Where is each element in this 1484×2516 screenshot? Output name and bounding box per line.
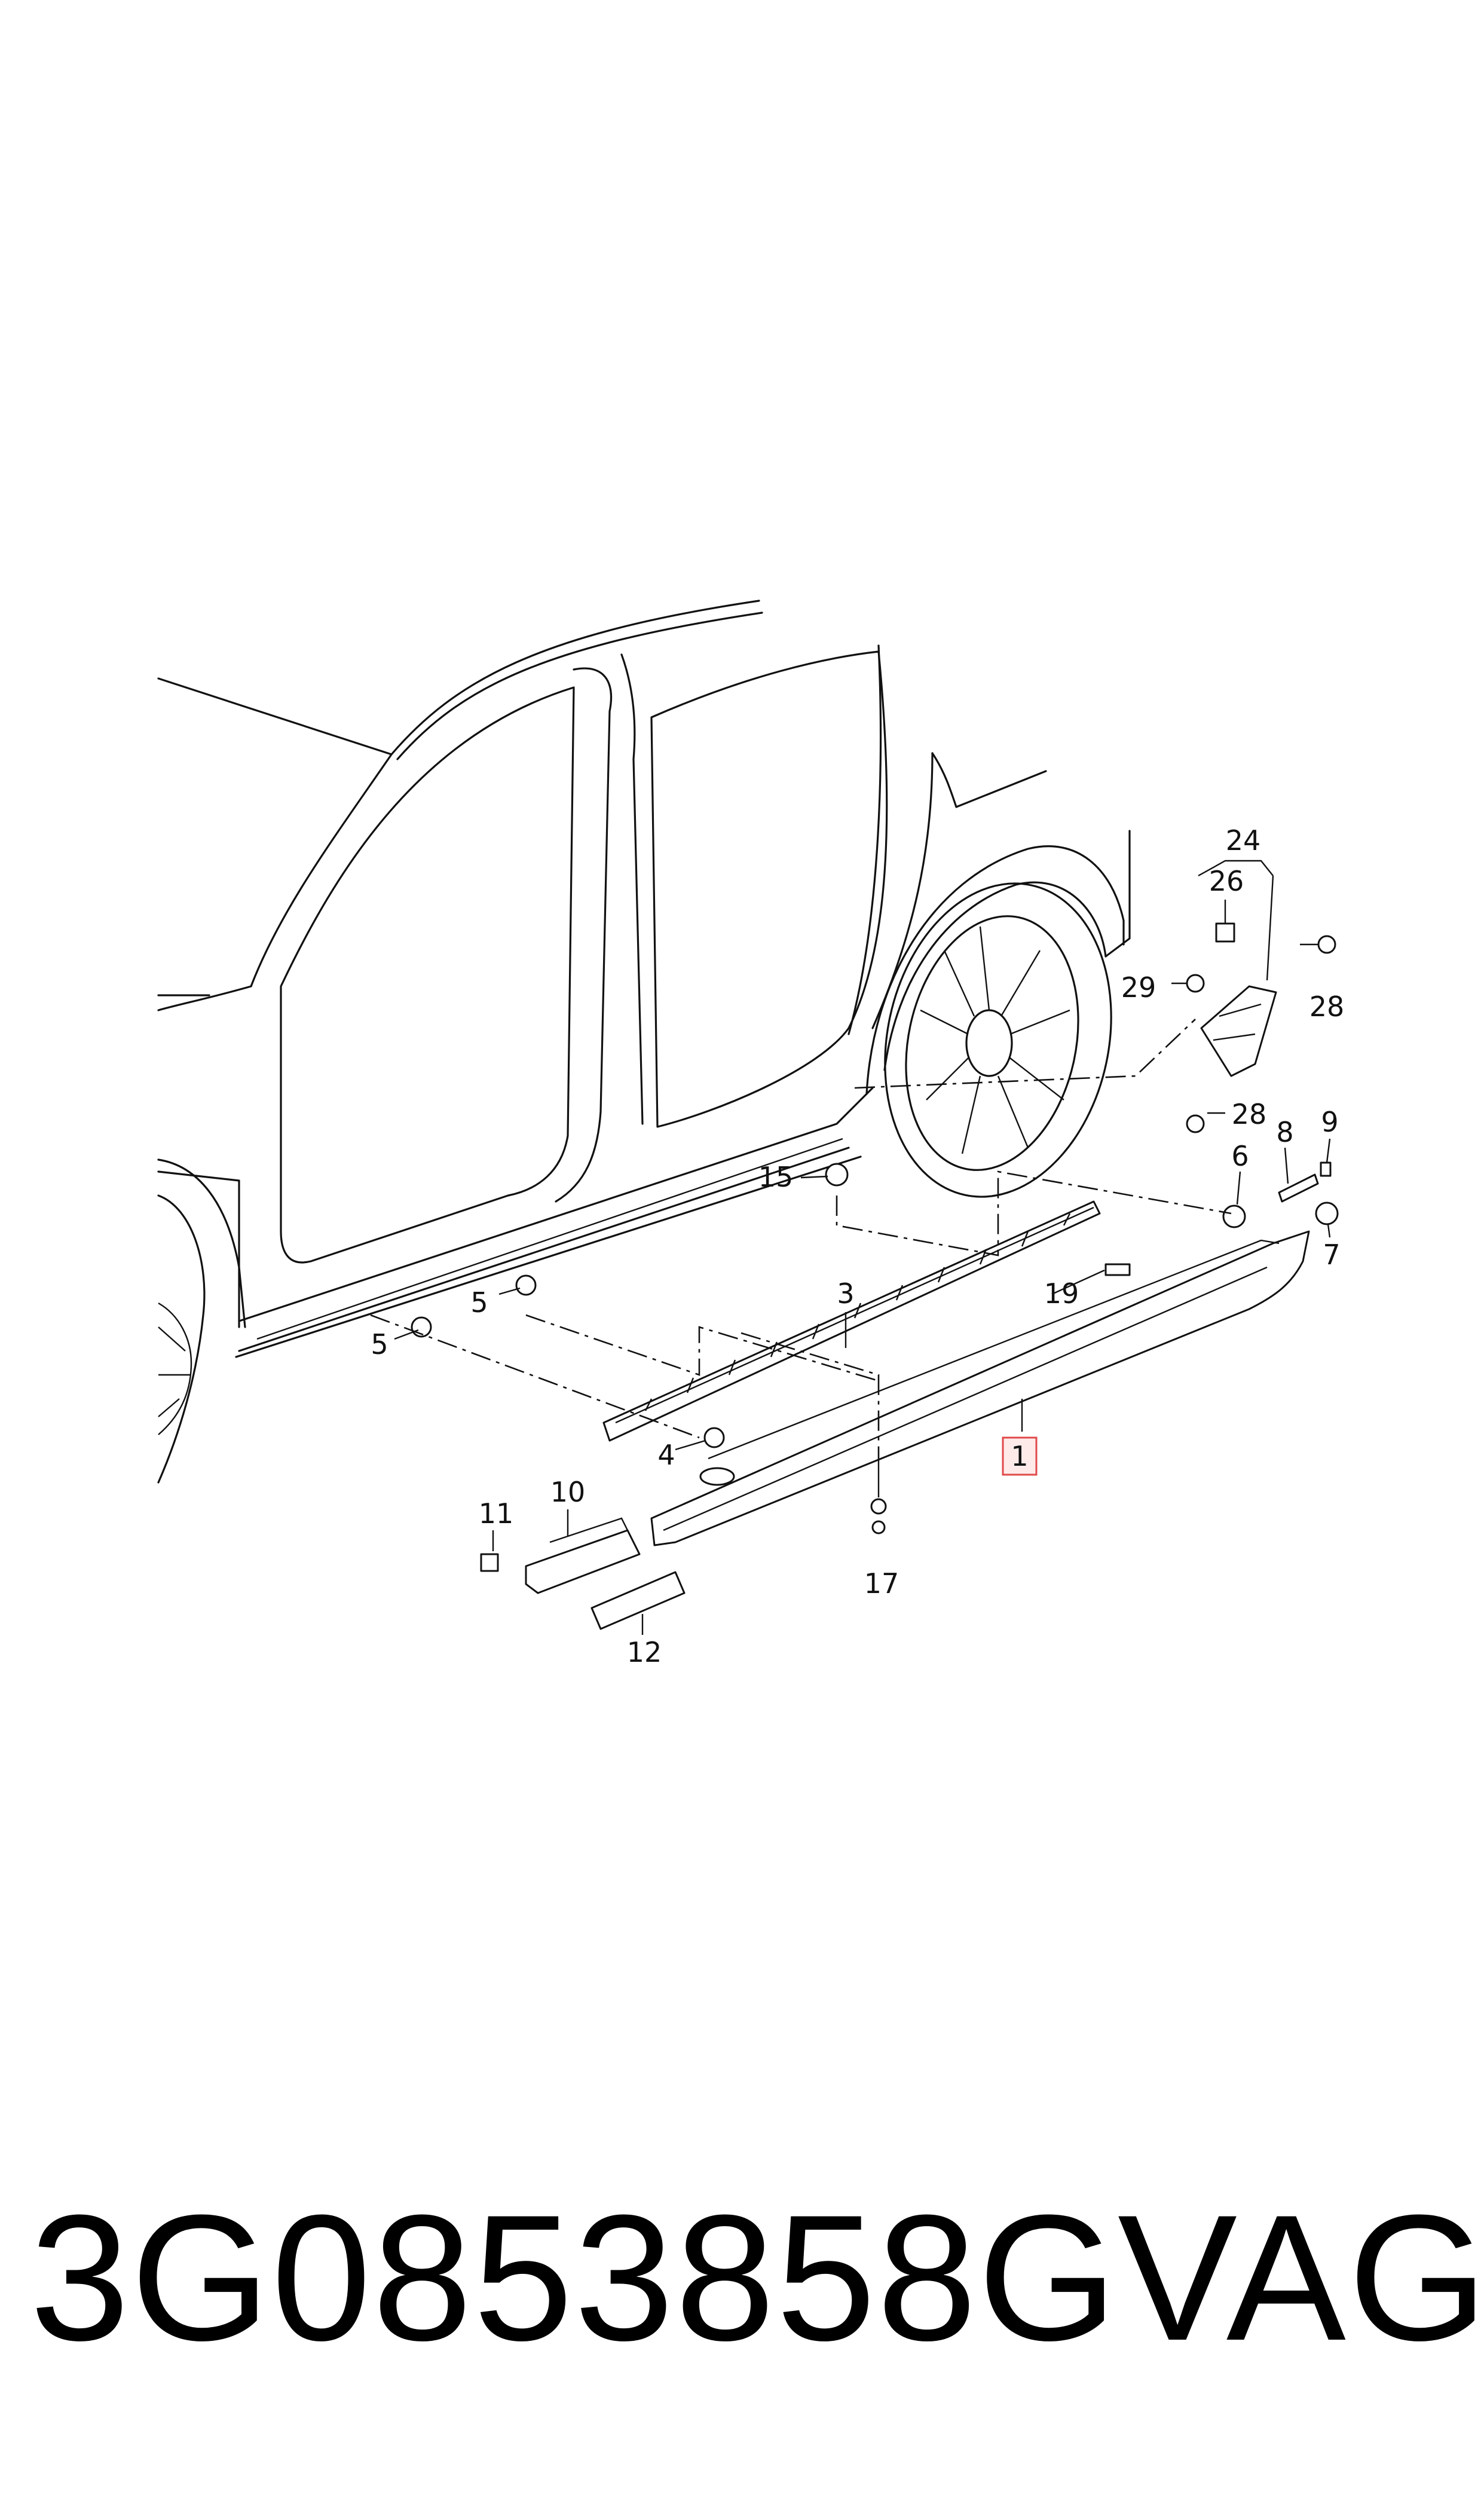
fastener-28-bottom [1186, 1114, 1205, 1133]
part-number: 3G0853858G [30, 2177, 1119, 2378]
fastener-5-center [515, 1274, 537, 1296]
part-12-cover [590, 1571, 686, 1630]
alignment-lines [370, 1019, 1232, 1459]
brand-label: VAG [1118, 2177, 1484, 2378]
callout-5-center: 5 [470, 1286, 488, 1319]
callout-1: 1 [1011, 1440, 1028, 1472]
callout-1-highlight-box [1002, 1436, 1038, 1476]
callout-3: 3 [837, 1277, 854, 1310]
rear-wheel [884, 882, 1112, 1198]
callout-24: 24 [1226, 824, 1261, 857]
part-3-mounting-rail [602, 1200, 1101, 1442]
exploded-parts-diagram: 1 3 4 5 5 6 7 8 9 10 11 12 15 17 19 24 2… [157, 600, 1344, 1668]
part-24-bracket [1200, 985, 1277, 1077]
callout-28-top: 28 [1309, 990, 1345, 1023]
fastener-6 [1222, 1204, 1246, 1228]
callout-11: 11 [479, 1497, 514, 1530]
part-8-strip [1278, 1173, 1319, 1203]
callout-8: 8 [1276, 1116, 1293, 1148]
callout-17: 17 [864, 1567, 899, 1600]
footer: 3G0853858G VAG [0, 2176, 1484, 2379]
fastener-19 [1104, 1263, 1131, 1276]
callout-19: 19 [1044, 1277, 1079, 1310]
callout-29: 29 [1121, 971, 1156, 1004]
callout-9: 9 [1321, 1106, 1338, 1138]
leader-lines [394, 860, 1331, 1635]
part-26-clip [1215, 922, 1235, 943]
fastener-29 [1186, 974, 1205, 993]
part-11-clip [480, 1553, 499, 1572]
callout-6: 6 [1231, 1140, 1249, 1172]
callout-4: 4 [657, 1439, 675, 1471]
fastener-7 [1315, 1202, 1339, 1225]
callout-7: 7 [1323, 1239, 1340, 1271]
callout-26: 26 [1209, 865, 1244, 897]
car-body-outline [157, 600, 1131, 1484]
fastener-28-top [1317, 935, 1336, 954]
callout-12: 12 [627, 1636, 662, 1668]
fastener-15 [825, 1163, 849, 1187]
callout-28-bottom: 28 [1232, 1098, 1267, 1130]
fastener-17 [870, 1498, 887, 1534]
callout-labels: 1 3 4 5 5 6 7 8 9 10 11 12 15 17 19 24 2… [371, 824, 1344, 1668]
part-9-clip [1320, 1161, 1332, 1177]
part-10-trim-piece [525, 1517, 641, 1594]
fastener-4 [703, 1427, 725, 1448]
callout-5-left: 5 [371, 1328, 388, 1361]
callout-15: 15 [758, 1161, 794, 1193]
part-1-side-sill-panel [650, 1230, 1310, 1546]
callout-10: 10 [550, 1476, 586, 1508]
